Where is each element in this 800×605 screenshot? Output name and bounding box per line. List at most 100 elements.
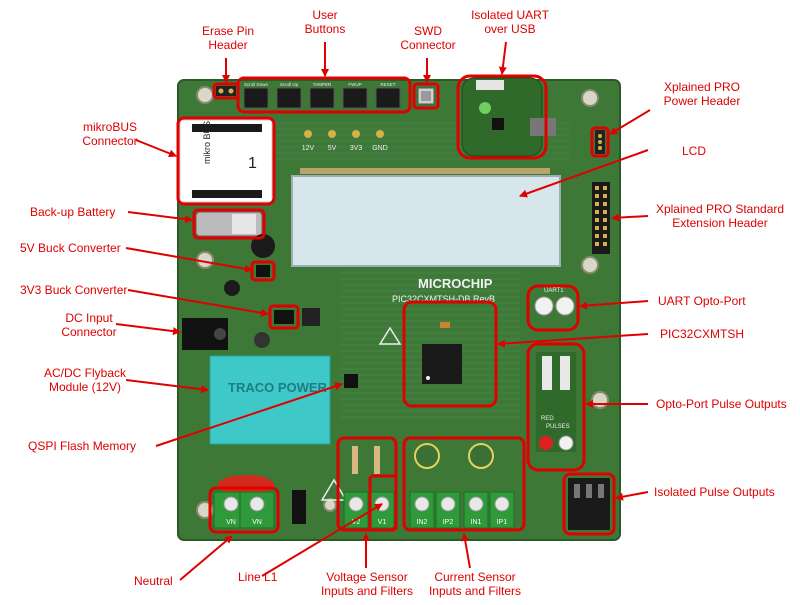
terminal-label: IN2	[417, 519, 428, 526]
hl-mikrobus	[176, 116, 276, 206]
hl-isolated-uart	[456, 74, 548, 160]
hl-voltage-l1	[368, 474, 398, 532]
terminal-block-pole: IN1	[463, 491, 489, 529]
flyback-module-text: TRACO POWER	[228, 380, 328, 395]
label-xplained-ext: Xplained PRO Standard Extension Header	[655, 202, 785, 230]
user-button-part: FWUP	[342, 82, 368, 109]
buck-5v-part	[251, 234, 275, 277]
label-flyback: AC/DC Flyback Module (12V)	[43, 366, 126, 394]
mikrobus-connector-part: 1 mikro BUS	[179, 119, 273, 203]
power-test-label: 5V	[328, 145, 337, 152]
label-current-sensor: Current Sensor Inputs and Filters	[428, 570, 522, 598]
hl-xplained-power	[590, 126, 610, 158]
power-test-label: 12V	[302, 145, 315, 152]
user-button-label: RESET	[380, 82, 395, 87]
hl-pic32	[402, 300, 498, 408]
hazard-triangle	[320, 478, 348, 501]
hazard-triangle-2	[378, 326, 402, 345]
user-button-part: Scroll Down	[243, 82, 269, 109]
power-test-points: 12V 5V 3V3 GND	[302, 130, 388, 152]
hl-backup-battery	[192, 208, 266, 240]
relay-part	[292, 490, 306, 524]
lcd-pins	[300, 168, 550, 174]
terminal-blocks: VN VN V2 V1 IN2 IP2 IN1 IP1	[213, 491, 515, 529]
terminal-label: IP1	[497, 519, 508, 526]
xplained-power-header-part	[595, 130, 605, 154]
pic32-mcu-part	[422, 322, 462, 384]
xplained-extension-header-part	[592, 182, 610, 254]
label-buck-3v3: 3V3 Buck Converter	[20, 283, 128, 297]
hl-opto-pulse	[526, 342, 586, 472]
user-buttons-group: Scroll Down Scroll Up TAMPER FWUP RESET	[243, 82, 401, 109]
terminal-block-pole: IN2	[409, 491, 435, 529]
svg-text:1: 1	[248, 155, 257, 172]
label-mikrobus: mikroBUS Connector	[82, 120, 138, 148]
power-test-point: 3V3	[350, 130, 363, 152]
lcd-display	[291, 175, 561, 267]
dc-input-connector-part	[182, 280, 270, 350]
user-button-part: TAMPER	[309, 82, 335, 109]
user-button-label: Scroll Down	[244, 82, 269, 87]
hl-user-buttons	[236, 76, 412, 114]
pulses-board-label: PULSES	[546, 424, 570, 430]
label-voltage-sensor: Voltage Sensor Inputs and Filters	[320, 570, 414, 598]
microchip-logo-text: MICROCHIP	[418, 276, 493, 291]
terminal-label: V1	[378, 519, 387, 526]
terminal-label: IN1	[471, 519, 482, 526]
label-swd-connector: SWD Connector	[400, 24, 456, 52]
hl-uart-opto	[526, 284, 580, 332]
sensor-filter-parts	[352, 443, 494, 474]
user-button-label: TAMPER	[313, 82, 332, 87]
label-isolated-pulse: Isolated Pulse Outputs	[654, 485, 775, 499]
power-test-label: 3V3	[350, 145, 363, 152]
terminal-label: VN	[226, 519, 236, 526]
label-lcd: LCD	[682, 144, 707, 158]
terminal-block-pole: IP1	[489, 491, 515, 529]
hl-isolated-pulse	[562, 472, 616, 536]
highlight-boxes	[176, 74, 616, 536]
label-qspi: QSPI Flash Memory	[28, 439, 137, 453]
flyback-module-part: TRACO POWER	[209, 355, 331, 445]
hl-neutral	[208, 486, 280, 534]
callout-arrows	[115, 41, 651, 581]
backup-battery-part	[195, 211, 263, 237]
user-button-label: Scroll Up	[280, 82, 299, 87]
buck-3v3-part	[274, 308, 320, 326]
power-test-point: 12V	[302, 130, 315, 152]
hl-current-sensor	[402, 436, 526, 532]
power-test-point: 5V	[328, 130, 337, 152]
qspi-flash-part	[344, 374, 358, 388]
label-isolated-uart: Isolated UART over USB	[471, 8, 549, 36]
terminal-label: VN	[252, 519, 262, 526]
part-number-text: PIC32CXMTSH-DB RevB	[392, 294, 495, 304]
label-user-buttons: User Buttons	[304, 8, 346, 36]
opto-pulse-outputs-part: PULSES RED	[536, 352, 576, 452]
terminal-block-pole: V2	[343, 491, 369, 529]
label-xplained-power: Xplained PRO Power Header	[663, 80, 741, 108]
user-button-part: RESET	[375, 82, 401, 109]
erase-pin-header	[216, 86, 236, 96]
terminal-label: IP2	[443, 519, 454, 526]
label-erase-pin-header: Erase Pin Header	[201, 24, 255, 52]
hl-buck-3v3	[268, 304, 300, 330]
terminal-block-pole: VN	[239, 491, 275, 529]
label-uart-opto: UART Opto-Port	[658, 294, 746, 308]
label-dc-input: DC Input Connector	[61, 311, 117, 339]
label-buck-5v: 5V Buck Converter	[20, 241, 121, 255]
isolated-pulse-outputs-part	[568, 478, 610, 530]
terminal-block-pole: IP2	[435, 491, 461, 529]
isolated-uart-module	[461, 77, 556, 157]
label-opto-pulse: Opto-Port Pulse Outputs	[656, 397, 787, 411]
label-backup-battery: Back-up Battery	[30, 205, 116, 219]
terminal-label: V2	[352, 519, 361, 526]
swd-connector-part	[417, 87, 435, 105]
varistor-part	[218, 475, 274, 495]
user-button-label: FWUP	[348, 82, 361, 87]
uart-board-label: UART1	[544, 288, 564, 294]
power-test-point: GND	[372, 130, 388, 152]
uart-opto-part: UART1	[534, 288, 575, 316]
hl-swd	[412, 82, 440, 110]
user-button-part: Scroll Up	[276, 82, 302, 109]
